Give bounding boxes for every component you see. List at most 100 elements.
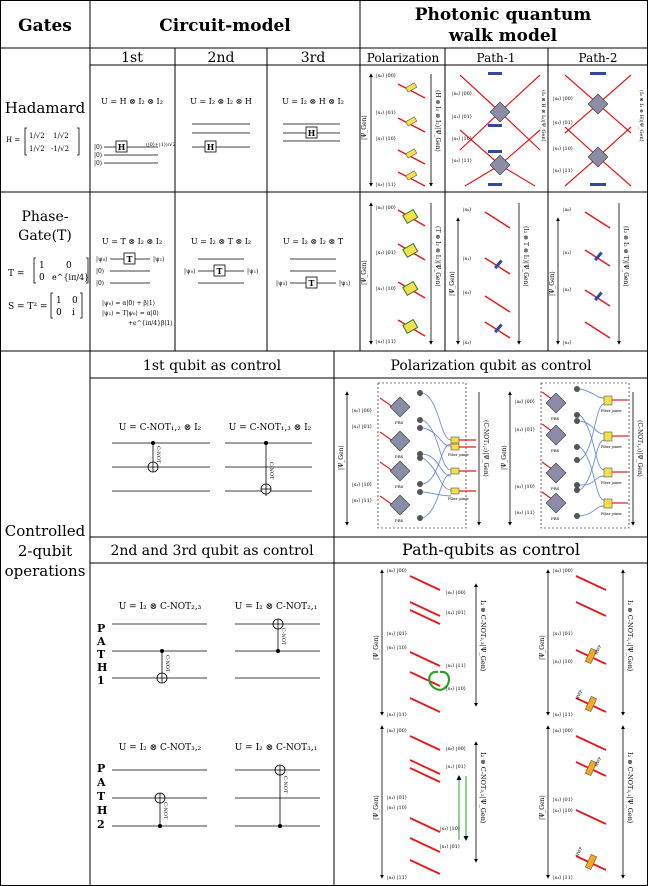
phase-circuit-3rd: U = I₂ ⊗ I₂ ⊗ T T |ψ₀⟩ |ψ₁⟩ (276, 237, 350, 289)
pol-control-diagram-a: |Ψ_Gen⟩ |s₀⟩ |00⟩ |s₁⟩ |01⟩ |s₂⟩ |10⟩ |s… (338, 382, 489, 529)
state-s3: |s₃⟩ |11⟩ (387, 875, 407, 881)
u-cnot31: U = I₂ ⊗ C-NOT₃,₁ (235, 743, 318, 753)
state-s0: |s₀⟩ |00⟩ (376, 73, 396, 79)
path-letter: H (97, 804, 107, 817)
cnot-label: C-NOT (268, 462, 274, 480)
state-s0: |s₀⟩ |00⟩ (553, 728, 573, 734)
state-s1: |s₁⟩ |01⟩ (387, 795, 407, 801)
u-cnot32: U = I₂ ⊗ C-NOT₃,₂ (119, 743, 202, 753)
path-letter: T (97, 790, 106, 803)
state-s3: |s₃⟩ |11⟩ (553, 712, 573, 718)
state-s1: |s₁⟩ |01⟩ (376, 250, 396, 256)
state-s1: |s₁⟩ |01⟩ (515, 427, 535, 433)
photonic-result: I₂ ⊗ C-NOT₃,₂|Ψ_Gen⟩ (479, 752, 487, 823)
controlled-label-line1: Controlled (5, 522, 86, 540)
u-cnot21: U = I₂ ⊗ C-NOT₂,₁ (235, 602, 318, 612)
photonic-result: I₂ ⊗ C-NOT₂,₁|Ψ_Gen⟩ (626, 600, 634, 671)
hwp-label: HWP (574, 846, 583, 858)
phase-eq2: |ψ₁⟩ = T|ψ₀⟩ = α|0⟩ (102, 310, 159, 317)
u-cnot12: U = C-NOT₁,₂ ⊗ I₂ (119, 423, 202, 433)
hwp-label: HWP (574, 689, 583, 701)
phase-photonic-path1: |Ψ_Gen⟩ |s₀⟩ |s₁⟩ |s₂⟩ |s₃⟩ (I₂ ⊗ T ⊗ I₂… (449, 203, 529, 346)
subheader-path2: Path-2 (579, 51, 618, 65)
state-s1: |s₁⟩ (563, 250, 571, 256)
psi1-label: |ψ₁⟩ (247, 268, 258, 275)
state-s3: |s₃⟩ (563, 340, 571, 346)
state-s2: |s₂⟩ |10⟩ (515, 484, 535, 490)
header-gates: Gates (18, 16, 72, 36)
matrix-cell: 0 (39, 273, 45, 283)
state-out: |s₂⟩ |10⟩ (440, 826, 460, 832)
pbs-label: PBS (551, 516, 560, 521)
phase-s-name: S = T² = (8, 302, 47, 312)
fiber-joiner-label: Fiber joiner (601, 445, 622, 449)
u-cnot13: U = C-NOT₁,₃ ⊗ I₂ (229, 423, 312, 433)
psi-gen-label: |Ψ_Gen⟩ (361, 260, 368, 285)
hadamard-u3: U = I₂ ⊗ H ⊗ I₂ (282, 97, 344, 106)
state-s0: |s₀⟩ |00⟩ (352, 408, 372, 414)
phase-t-matrix: T = 1 0 0 e^{iπ/4} (8, 257, 89, 284)
ket-label: |0⟩ (94, 144, 102, 151)
pbs-label: PBS (395, 518, 404, 523)
path-control-cnot31: |Ψ_Gen⟩ |s₀⟩ |00⟩ |s₁⟩ |01⟩ |s₂⟩ |10⟩ |s… (539, 725, 634, 881)
subheader-3rd: 3rd (301, 50, 326, 66)
controlled-label-line3: operations (5, 562, 86, 580)
pbs-label: PBS (395, 454, 404, 459)
fiber-joiner-label: Fiber joiner (448, 497, 469, 501)
state-out: |s₂⟩ |11⟩ (446, 663, 466, 669)
psi-gen-label: |Ψ_Gen⟩ (449, 271, 456, 296)
phase-photonic-polarization: |Ψ_Gen⟩ |s₀⟩ |00⟩ |s₁⟩ |01⟩ |s₂⟩ |10⟩ |s… (361, 202, 441, 345)
state-s3: |s₃⟩ |11⟩ (515, 510, 535, 516)
psi0-label: |ψ₀⟩ (184, 268, 195, 275)
phase-label-line1: Phase- (22, 209, 69, 225)
cnot-label: C-NOT (155, 446, 161, 464)
state-out: |s₃⟩ |10⟩ (446, 686, 466, 692)
matrix-cell: 0 (72, 296, 78, 306)
state-s3: |s₃⟩ |11⟩ (376, 339, 396, 345)
cnot-label: C-NOT (280, 628, 286, 646)
state-s2: |s₂⟩ |10⟩ (376, 286, 396, 292)
fiber-joiner-label: Fiber joiner (601, 512, 622, 516)
path-control-cnot32: |Ψ_Gen⟩ |s₀⟩ |00⟩ |s₁⟩ |01⟩ |s₂⟩ |10⟩ |s… (373, 725, 487, 881)
hadamard-matrix-cell: 1/√2 (29, 132, 45, 140)
matrix-cell: 1 (39, 261, 45, 271)
path-letter: H (97, 661, 107, 674)
fiber-joiner-label: Fiber joiner (601, 481, 622, 485)
hadamard-photonic-path2: |s₀⟩ |00⟩ |s₁⟩ |01⟩ |s₂⟩ |10⟩ |s₃⟩ |11⟩ … (553, 72, 645, 187)
state-s2: |s₂⟩ |10⟩ (553, 146, 573, 152)
phase-label-line2: Gate(T) (18, 228, 72, 244)
psi-gen-label: |Ψ_Gen⟩ (501, 445, 508, 470)
matrix-cell: e^{iπ/4} (52, 273, 89, 282)
phase-circuit-1st: U = T ⊗ I₂ ⊗ I₂ T |ψ₀⟩ |ψ₁⟩ |0⟩ |0⟩ |ψ₀⟩… (96, 237, 173, 327)
state-out: |s₁⟩ |01⟩ (446, 764, 466, 770)
state-s3: |s₃⟩ |11⟩ (352, 498, 372, 504)
hadamard-matrix-name: H = (6, 136, 20, 144)
psi-gen-label: |Ψ_Gen⟩ (539, 635, 546, 660)
state-s0: |s₀⟩ |00⟩ (387, 568, 407, 574)
path-letter: 2 (97, 818, 105, 831)
photonic-result: (T ⊗ I₂ ⊗ I₂)|Ψ_Gen⟩ (434, 226, 441, 287)
phase-t-name: T = (8, 269, 24, 279)
circuit-cnot32: U = I₂ ⊗ C-NOT₃,₂ C-NOT (112, 743, 207, 828)
section-title-first-qubit: 1st qubit as control (143, 358, 282, 374)
state-s2: |s₂⟩ |10⟩ (553, 659, 573, 665)
section-title-2nd-3rd: 2nd and 3rd qubit as control (110, 543, 314, 559)
matrix-cell: 0 (56, 308, 62, 318)
hadamard-photonic-path1: |s₀⟩ |00⟩ |s₁⟩ |01⟩ |s₂⟩ |10⟩ |s₃⟩ |11⟩ … (452, 72, 547, 187)
hwp-label: HWP (593, 644, 602, 656)
phase-u3: U = I₂ ⊗ I₂ ⊗ T (283, 237, 344, 246)
circuit-cnot31: U = I₂ ⊗ C-NOT₃,₁ C-NOT (235, 743, 320, 828)
controlled-label-line2: 2-qubit (18, 542, 72, 560)
ket-label: |0⟩ (94, 152, 102, 159)
state-s1: |s₁⟩ |01⟩ (352, 424, 372, 430)
pbs-label: PBS (551, 416, 560, 421)
state-s2: |s₂⟩ (463, 290, 471, 296)
photonic-result: (I₂ ⊗ H ⊗ I₂)|Ψ_Gen⟩ (540, 90, 547, 142)
hadamard-matrix-cell: 1/√2 (53, 132, 69, 140)
pbs-label: PBS (551, 448, 560, 453)
fiber-joiner-label: Fiber joiner (448, 453, 469, 457)
state-s0: |s₀⟩ (563, 207, 571, 213)
hadamard-photonic-polarization: |Ψ_Gen⟩ |s₀⟩ |00⟩ |s₁⟩ |01⟩ |s₂⟩ |10⟩ |s… (361, 73, 441, 188)
phase-eq1: |ψ₀⟩ = α|0⟩ + β|1⟩ (102, 300, 155, 307)
state-s3: |s₃⟩ |11⟩ (387, 712, 407, 718)
